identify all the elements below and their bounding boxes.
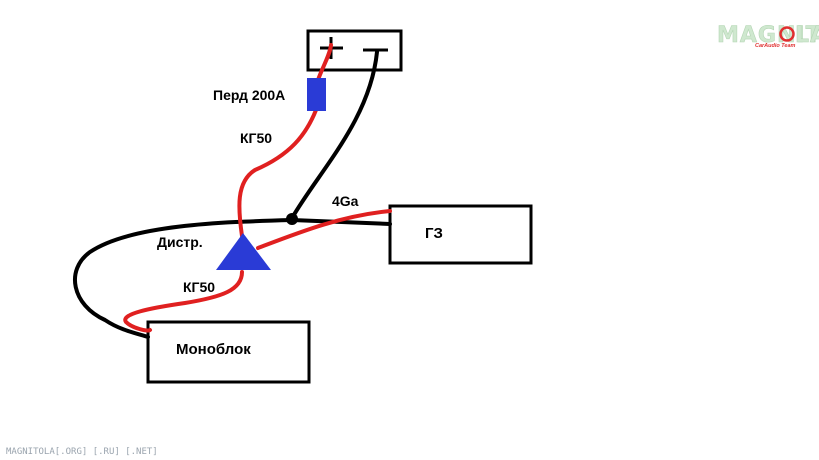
battery-ground-wire: [290, 50, 379, 220]
fuse-label: Перд 200А: [213, 87, 285, 103]
logo-tagline: CarAudio Team: [755, 43, 796, 49]
logo-o-icon: [779, 26, 795, 42]
distributor-label: Дистр.: [157, 234, 203, 250]
battery: [306, 29, 403, 72]
fuse-to-distributor-wire: [237, 108, 318, 238]
battery-to-fuse-wire: [316, 43, 333, 82]
ground-wire-label: 4Ga: [332, 193, 359, 209]
logo-brand-right: LA: [795, 23, 819, 48]
watermark-logo: MAGNIT LA CarAudio Team: [717, 23, 819, 49]
cable-top-label: КГ50: [240, 130, 272, 146]
amplifier-label: Моноблок: [176, 341, 251, 358]
head-unit-label: ГЗ: [425, 225, 443, 242]
ground-to-head-unit-wire: [290, 218, 392, 226]
head-unit-box: [388, 204, 533, 265]
cable-bottom-label: КГ50: [183, 279, 215, 295]
logo-brand-left: MAGNIT: [717, 23, 819, 48]
distributor-triangle: [216, 233, 271, 270]
distributor-to-head-unit-wire: [256, 209, 392, 250]
amplifier-ground-wire: [73, 218, 294, 339]
footer-watermark: MAGNITOLA[.ORG] [.RU] [.NET]: [6, 447, 158, 457]
fuse-block: [307, 78, 326, 111]
amplifier-box: [146, 320, 311, 384]
ground-junction-dot: [286, 213, 298, 225]
distributor-to-amplifier-wire: [123, 270, 244, 333]
